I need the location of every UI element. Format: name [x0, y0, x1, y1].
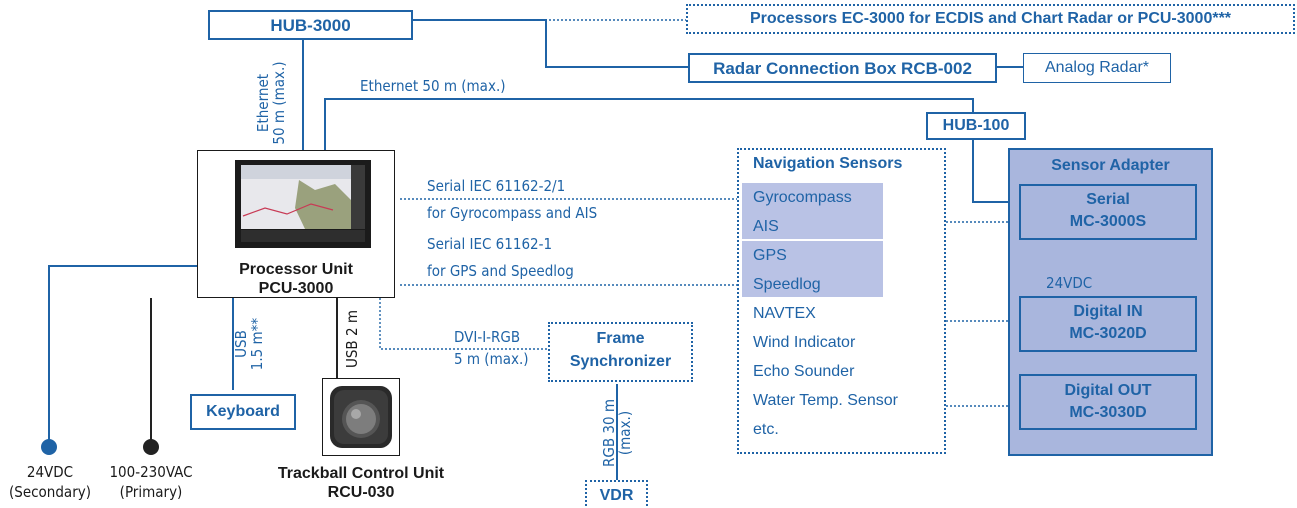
serial1-line2: for Gyrocompass and AIS	[427, 204, 598, 222]
usb-keyboard-label: USB 1.5 m**	[232, 317, 266, 371]
hub100-label: HUB-100	[942, 117, 1010, 134]
serial-adapter-box	[1019, 184, 1197, 240]
dvi-label-2: 5 m (max.)	[454, 350, 529, 368]
analog-radar-box	[1023, 53, 1171, 83]
frame-synchronizer-line1: Frame	[596, 330, 645, 347]
digital-out-model: MC-3030D	[1069, 404, 1147, 421]
navigation-sensors-title: Navigation Sensors	[753, 155, 903, 172]
sensor-item: Wind Indicator	[753, 334, 856, 351]
dvi-label-1: DVI-I-RGB	[454, 328, 521, 346]
digital-out-box	[1019, 374, 1197, 430]
trackball-icon	[330, 386, 392, 448]
primary-power-sublabel: (Primary)	[119, 483, 183, 501]
secondary-power-label: 24VDC	[26, 463, 74, 481]
serial-adapter-model: MC-3000S	[1069, 213, 1147, 230]
primary-power-connector	[143, 439, 159, 455]
trackball-label: Trackball Control Unit	[277, 465, 445, 482]
digital-in-box	[1019, 296, 1197, 352]
hub100-serial-line	[972, 138, 1020, 203]
sensor-item: Water Temp. Sensor	[753, 392, 898, 409]
sensor-item: Speedlog	[753, 276, 821, 293]
serial2-line1: Serial IEC 61162-1	[427, 235, 553, 253]
sensor-adapter-panel	[1008, 148, 1213, 456]
dvi-line	[379, 298, 548, 350]
serial2-line2: for GPS and Speedlog	[427, 262, 574, 280]
processor-unit-model: PCU-3000	[258, 280, 334, 297]
sensor-highlight-gps-speedlog	[742, 241, 883, 297]
vdr-label: VDR	[599, 487, 634, 504]
secondary-power-line	[48, 265, 197, 440]
hub100-box	[926, 112, 1026, 140]
primary-power-label: 100-230VAC	[109, 463, 193, 481]
frame-synchronizer-box	[548, 322, 693, 382]
sensor-item: AIS	[753, 218, 779, 235]
frame-synchronizer-line2: Synchronizer	[569, 353, 672, 370]
sensor-item: NAVTEX	[753, 305, 816, 322]
ethernet-hub100-label: Ethernet 50 m (max.)	[360, 77, 506, 95]
ethernet-hub100-line	[324, 98, 974, 150]
trackball-model: RCU-030	[327, 484, 395, 501]
digital-in-label: Digital IN	[1073, 303, 1143, 320]
processors-box	[686, 4, 1295, 34]
vdr-box	[585, 480, 648, 508]
processor-screen	[235, 160, 371, 248]
secondary-power-sublabel: (Secondary)	[8, 483, 91, 501]
ethernet-hub3000-label: Ethernet 50 m (max.)	[254, 61, 288, 145]
rgb-vdr-label: RGB 30 m (max.)	[600, 399, 634, 467]
secondary-power-connector	[41, 439, 57, 455]
processors-label: Processors EC-3000 for ECDIS and Chart R…	[749, 10, 1232, 27]
keyboard-label: Keyboard	[206, 403, 280, 420]
sensor-item: GPS	[753, 247, 787, 264]
sensor-adapter-title: Sensor Adapter	[1051, 157, 1170, 174]
rcb-label: Radar Connection Box RCB-002	[713, 59, 972, 78]
sensor-item: etc.	[753, 421, 779, 438]
sensor-highlight-gyro-ais	[742, 183, 883, 239]
adapter-power-label: 24VDC	[1046, 274, 1093, 292]
hub3000-box	[208, 10, 413, 40]
usb-trackball-label: USB 2 m	[343, 310, 361, 369]
serial1-line1: Serial IEC 61162-2/1	[427, 177, 566, 195]
rcb-box	[688, 53, 997, 83]
sensor-item: Echo Sounder	[753, 363, 855, 380]
hub3000-rcb-line	[413, 19, 690, 68]
digital-out-label: Digital OUT	[1064, 382, 1152, 399]
hub3000-label: HUB-3000	[270, 16, 351, 35]
digital-in-model: MC-3020D	[1069, 325, 1147, 342]
analog-radar-label: Analog Radar*	[1044, 59, 1150, 76]
sensor-item: Gyrocompass	[753, 189, 852, 206]
keyboard-box	[190, 394, 296, 430]
processor-unit-label: Processor Unit	[239, 261, 353, 278]
serial-adapter-label: Serial	[1086, 191, 1130, 208]
